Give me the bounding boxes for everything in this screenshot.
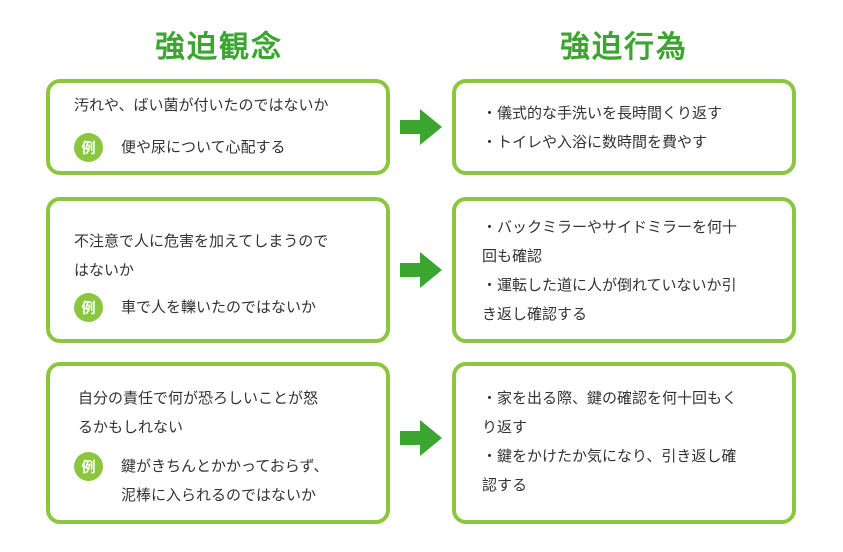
compulsion-line: 回も確認 — [482, 247, 543, 265]
compulsion-item: ・家を出る際、鍵の確認を何十回もく り返す — [482, 384, 774, 442]
example-row-1: 例 便や尿について心配する — [74, 133, 286, 162]
right-arrow-icon — [400, 420, 442, 456]
obsession-card-1: 汚れや、ばい菌が付いたのではないか 例 便や尿について心配する — [46, 79, 390, 175]
compulsion-card-2: ・バックミラーやサイドミラーを何十 回も確認 ・運転した道に人が倒れていないか引… — [452, 197, 796, 343]
obsession-card-3: 自分の責任で何が恐ろしいことが怒 るかもしれない 例 鍵がきちんとかかっておらず… — [46, 362, 390, 524]
example-badge: 例 — [74, 293, 103, 322]
obsession-text-3: 自分の責任で何が恐ろしいことが怒 るかもしれない — [78, 384, 318, 442]
example-line: 泥棒に入られるのではないか — [121, 486, 317, 504]
obsession-line: 自分の責任で何が恐ろしいことが怒 — [78, 389, 319, 407]
obsession-text-2: 不注意で人に危害を加えてしまうので はないか — [74, 227, 328, 285]
right-arrow-icon — [400, 252, 442, 288]
obsession-line: はないか — [74, 261, 135, 279]
example-row-3: 例 鍵がきちんとかかっておらず、 泥棒に入られるのではないか — [74, 452, 328, 510]
example-line: 車で人を轢いたのではないか — [121, 298, 317, 316]
compulsion-line: き返し確認する — [482, 305, 588, 323]
compulsion-card-3: ・家を出る際、鍵の確認を何十回もく り返す ・鍵をかけたか気になり、引き返し確 … — [452, 362, 796, 524]
compulsion-line: ・家を出る際、鍵の確認を何十回もく — [482, 389, 738, 407]
compulsion-list-2: ・バックミラーやサイドミラーを何十 回も確認 ・運転した道に人が倒れていないか引… — [482, 213, 774, 329]
example-line: 鍵がきちんとかかっておらず、 — [121, 457, 329, 475]
compulsion-line: ・運転した道に人が倒れていないか引 — [482, 276, 737, 294]
compulsion-list-3: ・家を出る際、鍵の確認を何十回もく り返す ・鍵をかけたか気になり、引き返し確 … — [482, 384, 774, 500]
obsession-text-1: 汚れや、ばい菌が付いたのではないか — [74, 91, 329, 120]
compulsion-item: ・運転した道に人が倒れていないか引 き返し確認する — [482, 271, 774, 329]
example-text-1: 便や尿について心配する — [121, 133, 286, 162]
compulsion-line: ・儀式的な手洗いを長時間くり返す — [482, 104, 723, 122]
compulsion-item: ・鍵をかけたか気になり、引き返し確 認する — [482, 442, 774, 500]
right-arrow-icon — [400, 109, 442, 145]
obsession-line: 不注意で人に危害を加えてしまうので — [74, 232, 329, 250]
example-text-3: 鍵がきちんとかかっておらず、 泥棒に入られるのではないか — [121, 452, 328, 510]
compulsion-line: ・トイレや入浴に数時間を費やす — [482, 133, 708, 151]
compulsion-item: ・トイレや入浴に数時間を費やす — [482, 128, 774, 157]
compulsion-line: り返す — [482, 418, 528, 436]
example-row-2: 例 車で人を轢いたのではないか — [74, 293, 316, 322]
compulsion-line: ・鍵をかけたか気になり、引き返し確 — [482, 447, 737, 465]
obsession-card-2: 不注意で人に危害を加えてしまうので はないか 例 車で人を轢いたのではないか — [46, 197, 390, 343]
compulsion-item: ・バックミラーやサイドミラーを何十 回も確認 — [482, 213, 774, 271]
example-badge: 例 — [74, 133, 103, 162]
compulsion-item: ・儀式的な手洗いを長時間くり返す — [482, 99, 774, 128]
example-text-2: 車で人を轢いたのではないか — [121, 293, 316, 322]
compulsion-list-1: ・儀式的な手洗いを長時間くり返す ・トイレや入浴に数時間を費やす — [482, 99, 774, 157]
example-line: 便や尿について心配する — [121, 138, 286, 156]
obsession-line: 汚れや、ばい菌が付いたのではないか — [74, 96, 329, 114]
compulsion-line: ・バックミラーやサイドミラーを何十 — [482, 218, 738, 236]
example-badge: 例 — [74, 452, 103, 481]
compulsion-card-1: ・儀式的な手洗いを長時間くり返す ・トイレや入浴に数時間を費やす — [452, 79, 796, 175]
compulsion-heading: 強迫行為 — [560, 30, 688, 65]
obsession-line: るかもしれない — [78, 418, 184, 436]
obsession-heading: 強迫観念 — [155, 30, 283, 65]
compulsion-line: 認する — [482, 476, 528, 494]
